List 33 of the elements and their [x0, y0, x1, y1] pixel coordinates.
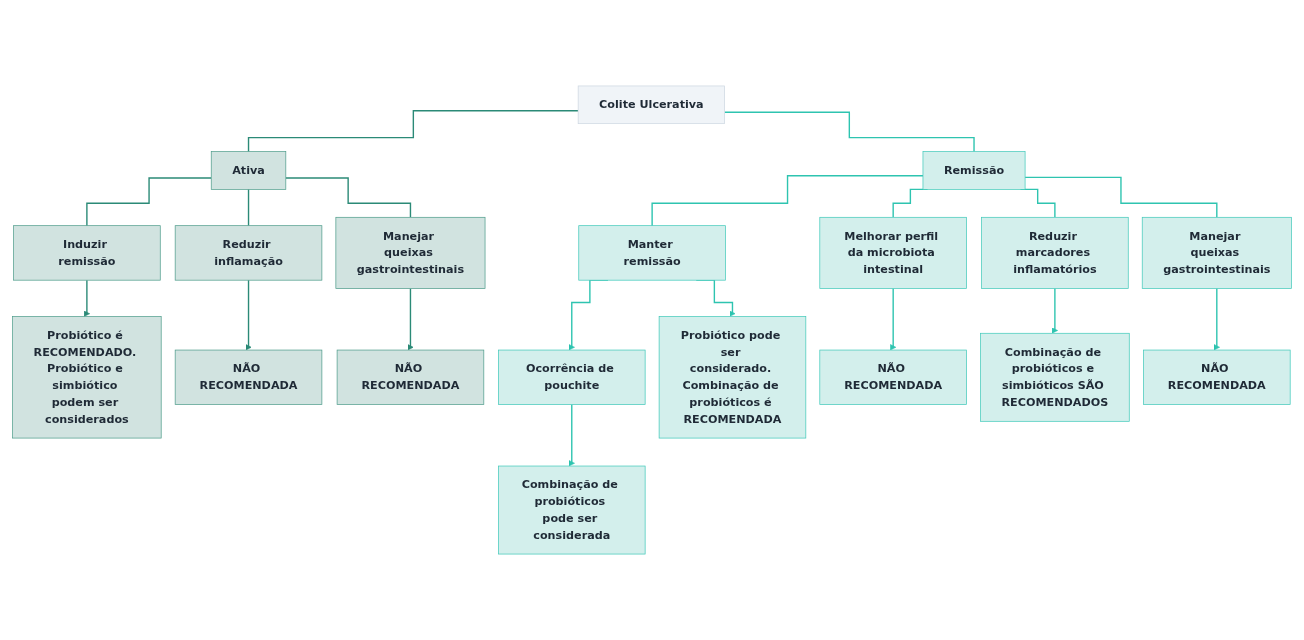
node-box: Ativa	[210, 151, 287, 190]
connector	[1024, 176, 1218, 218]
arrow	[568, 403, 575, 467]
node-box: Remissão	[922, 151, 1026, 190]
node-box: Melhorar perfil da microbiota intestinal	[819, 216, 967, 289]
node-box: Manejar queixas gastrointestinais	[1141, 216, 1292, 289]
arrow	[1213, 287, 1220, 351]
arrow	[890, 287, 897, 351]
connector	[247, 188, 250, 227]
node-box: NÃO RECOMENDADA	[174, 349, 323, 405]
node-box: NÃO RECOMENDADA	[1143, 349, 1291, 405]
node-box: NÃO RECOMENDADA	[336, 349, 485, 405]
connector	[86, 177, 212, 227]
node-box: Induzir remissão	[13, 225, 161, 281]
node-box: Combinação de probióticos e simbióticos SÃO RECOMENDADOS	[980, 332, 1130, 422]
arrow	[83, 279, 90, 317]
connector	[247, 110, 579, 153]
node-box: Manter remissão	[578, 225, 726, 281]
node-box: Reduzir marcadores inflamatórios	[981, 216, 1129, 289]
node-box: Probiótico é RECOMENDADO. Probiótico e simbiótico podem ser considerados	[12, 316, 162, 439]
node-box: Manejar queixas gastrointestinais	[335, 216, 486, 289]
node-box: Colite Ulcerativa	[577, 85, 725, 124]
connector	[723, 111, 975, 153]
connector	[651, 175, 924, 227]
connector	[285, 177, 412, 218]
arrow	[407, 287, 414, 351]
node-box: Reduzir inflamação	[174, 225, 323, 281]
arrow	[245, 279, 252, 351]
node-box: Ocorrência de pouchite	[498, 349, 646, 405]
node-box: Probiótico pode ser considerado. Combinação de probióticos é RECOMENDADA	[658, 316, 807, 439]
node-box: Combinação de probióticos pode ser considerada	[498, 465, 646, 555]
node-box: NÃO RECOMENDADA	[819, 349, 967, 405]
arrow	[1051, 287, 1058, 334]
